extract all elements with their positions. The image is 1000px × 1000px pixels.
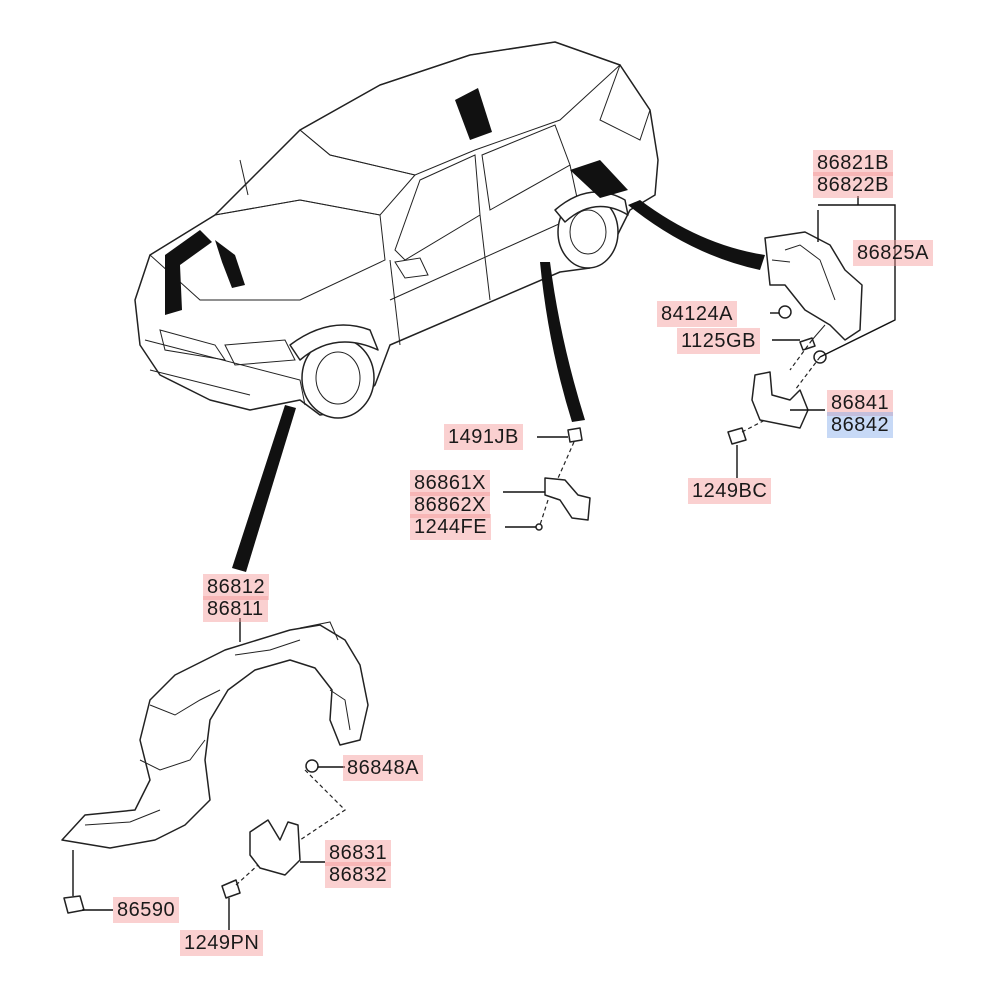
part-label-84124A[interactable]: 84124A [657, 301, 737, 327]
part-label-86825A[interactable]: 86825A [853, 240, 933, 266]
part-label-86861X[interactable]: 86861X [410, 470, 490, 496]
part-label-86811[interactable]: 86811 [203, 596, 268, 622]
screw-1249PN [221, 879, 241, 899]
screw-1244FE [535, 523, 543, 531]
part-label-86831[interactable]: 86831 [325, 840, 392, 866]
part-label-86832[interactable]: 86832 [325, 862, 392, 888]
mudflap-front [249, 819, 301, 876]
part-label-1491JB[interactable]: 1491JB [444, 424, 523, 450]
front-wheel-guard-assembly [61, 621, 369, 914]
part-label-86841[interactable]: 86841 [827, 390, 894, 416]
screw-1249BC [727, 427, 747, 445]
bracket-86861X [544, 477, 591, 521]
rear-mudguard-assembly [727, 231, 863, 445]
part-label-1249PN[interactable]: 1249PN [180, 930, 264, 956]
part-label-1249BC[interactable]: 1249BC [688, 478, 772, 504]
leader-arrow-front [232, 405, 296, 572]
part-label-86862X[interactable]: 86862X [410, 492, 490, 518]
part-label-86848A[interactable]: 86848A [343, 755, 423, 781]
leader-arrow-rear [628, 200, 765, 270]
part-label-86842[interactable]: 86842 [827, 412, 894, 438]
leader-arrow-middle [540, 262, 585, 422]
part-label-86590[interactable]: 86590 [113, 897, 180, 923]
car-illustration [134, 41, 659, 419]
clip-1491JB [567, 427, 583, 443]
side-bracket-assembly [535, 427, 591, 531]
screw-86590 [63, 895, 85, 914]
part-label-1244FE[interactable]: 1244FE [410, 514, 492, 540]
part-label-1125GB[interactable]: 1125GB [677, 328, 760, 354]
part-label-86812[interactable]: 86812 [203, 574, 270, 600]
mudflap-rear [751, 371, 809, 429]
nut-86848A [305, 759, 319, 773]
part-label-86821B[interactable]: 86821B [813, 150, 893, 176]
wheel-guard-86811 [61, 624, 369, 849]
part-label-86822B[interactable]: 86822B [813, 172, 893, 198]
bolt-84124A [778, 305, 792, 319]
